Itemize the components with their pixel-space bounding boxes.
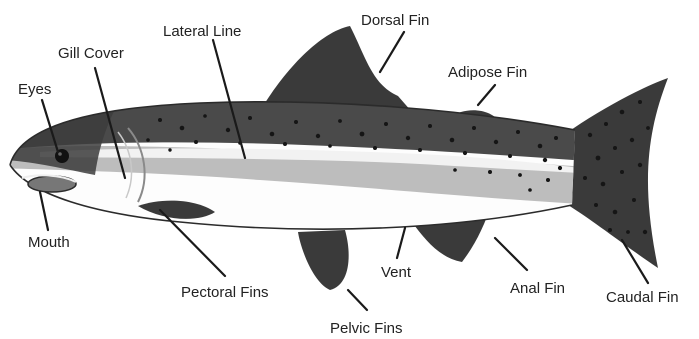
label-caudal-fin: Caudal Fin <box>606 289 679 306</box>
label-pectoral-fins: Pectoral Fins <box>181 284 269 301</box>
dorsal-fin <box>262 26 412 112</box>
leader-dorsal-fin <box>380 32 404 72</box>
label-gill-cover: Gill Cover <box>58 45 124 62</box>
fish-body <box>0 100 600 229</box>
label-lateral-line: Lateral Line <box>163 23 241 40</box>
label-mouth: Mouth <box>28 234 70 251</box>
label-vent: Vent <box>381 264 412 281</box>
label-anal-fin: Anal Fin <box>510 280 565 297</box>
leader-anal-fin <box>495 238 527 270</box>
pelvic-fin <box>298 230 349 290</box>
leader-mouth <box>40 192 48 230</box>
leader-adipose-fin <box>478 85 495 105</box>
caudal-fin <box>568 78 668 268</box>
leader-vent <box>397 228 405 258</box>
label-pelvic-fins: Pelvic Fins <box>330 320 403 337</box>
leader-pelvic-fins <box>348 290 367 310</box>
label-eyes: Eyes <box>18 81 51 98</box>
label-dorsal-fin: Dorsal Fin <box>361 12 429 29</box>
label-adipose-fin: Adipose Fin <box>448 64 527 81</box>
